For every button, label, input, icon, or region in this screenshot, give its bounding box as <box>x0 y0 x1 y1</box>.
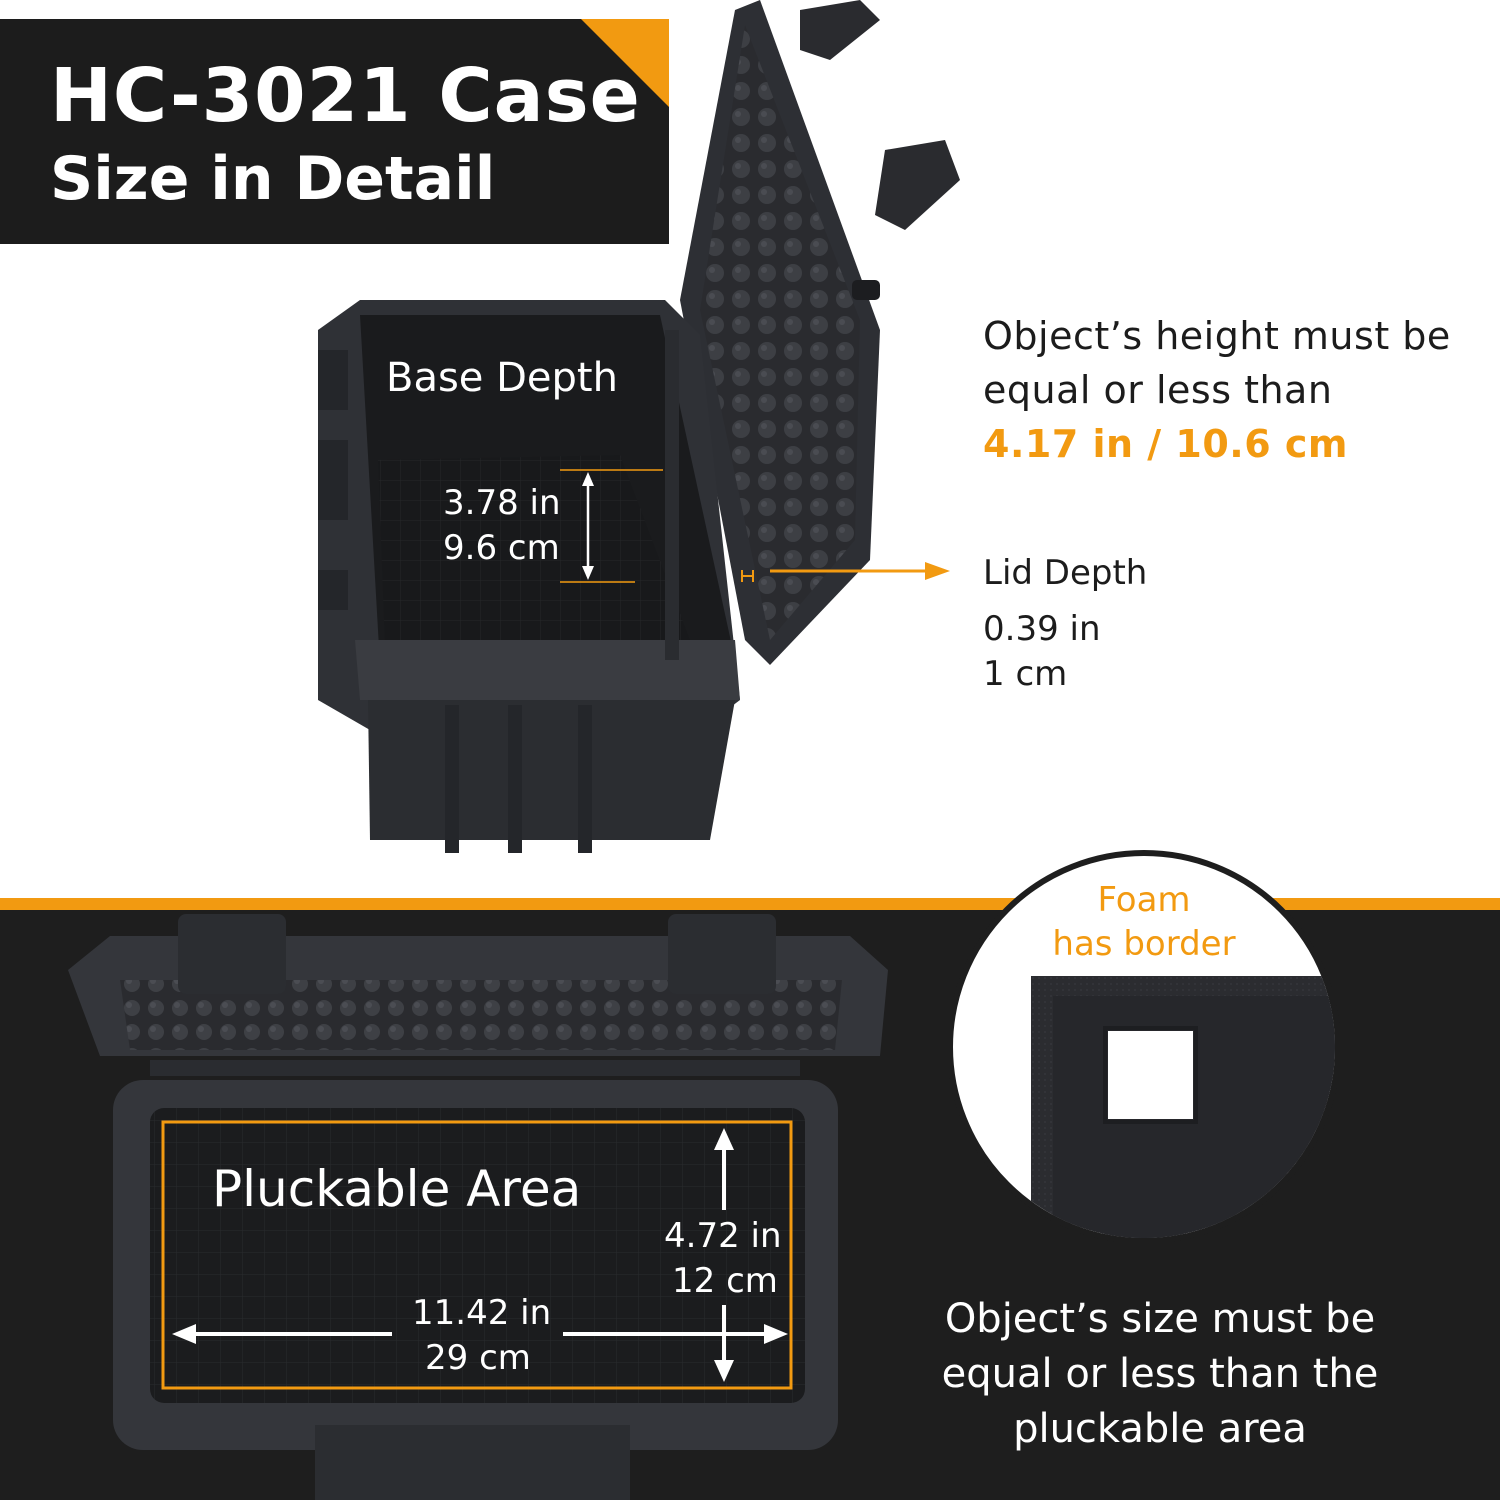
pluckable-width-inches: 11.42 in <box>412 1293 552 1333</box>
pluckable-width-cm: 29 cm <box>425 1338 531 1378</box>
case-base <box>318 300 740 853</box>
height-requirement-value: 4.17 in / 10.6 cm <box>983 422 1349 466</box>
foam-closeup-image <box>1031 976 1335 1238</box>
lid-depth-label: Lid Depth <box>983 553 1148 593</box>
open-case-illustration <box>318 0 960 853</box>
top-view-case-illustration <box>68 914 888 1500</box>
size-requirement-note: Object’s size must be equal or less than… <box>925 1292 1395 1457</box>
base-depth-label: Base Depth <box>386 355 618 401</box>
title-banner: HC-3021 Case Size in Detail <box>0 19 669 244</box>
page-subtitle: Size in Detail <box>50 144 496 214</box>
height-requirement-note: Object’s height must be equal or less th… <box>983 309 1488 471</box>
size-note-line1: Object’s size must be <box>944 1296 1376 1342</box>
pluckable-height-arrow <box>714 1128 734 1382</box>
lid-depth-cm: 1 cm <box>983 654 1068 694</box>
foam-note-line2: has border <box>1052 924 1236 964</box>
title-accent-corner <box>581 19 669 107</box>
foam-border-note: Foam has border <box>953 878 1335 966</box>
size-note-line3: pluckable area <box>1013 1406 1307 1452</box>
foam-note-line1: Foam <box>1097 880 1191 920</box>
pluckable-height-cm: 12 cm <box>672 1261 778 1301</box>
pluckable-height-inches: 4.72 in <box>664 1216 782 1256</box>
case-lid <box>680 0 960 665</box>
foam-border-zoom: Foam has border <box>947 850 1341 1244</box>
pluckable-area-label: Pluckable Area <box>212 1160 582 1218</box>
size-note-line2: equal or less than the <box>941 1351 1379 1397</box>
lid-depth-inches: 0.39 in <box>983 609 1101 649</box>
base-depth-cm: 9.6 cm <box>443 528 560 568</box>
page-title: HC-3021 Case <box>50 53 641 139</box>
height-requirement-text: Object’s height must be equal or less th… <box>983 314 1451 412</box>
pluckable-width-arrow <box>172 1324 788 1344</box>
lid-depth-pointer <box>741 562 950 582</box>
base-depth-measure <box>560 469 663 583</box>
base-depth-inches: 3.78 in <box>443 483 561 523</box>
